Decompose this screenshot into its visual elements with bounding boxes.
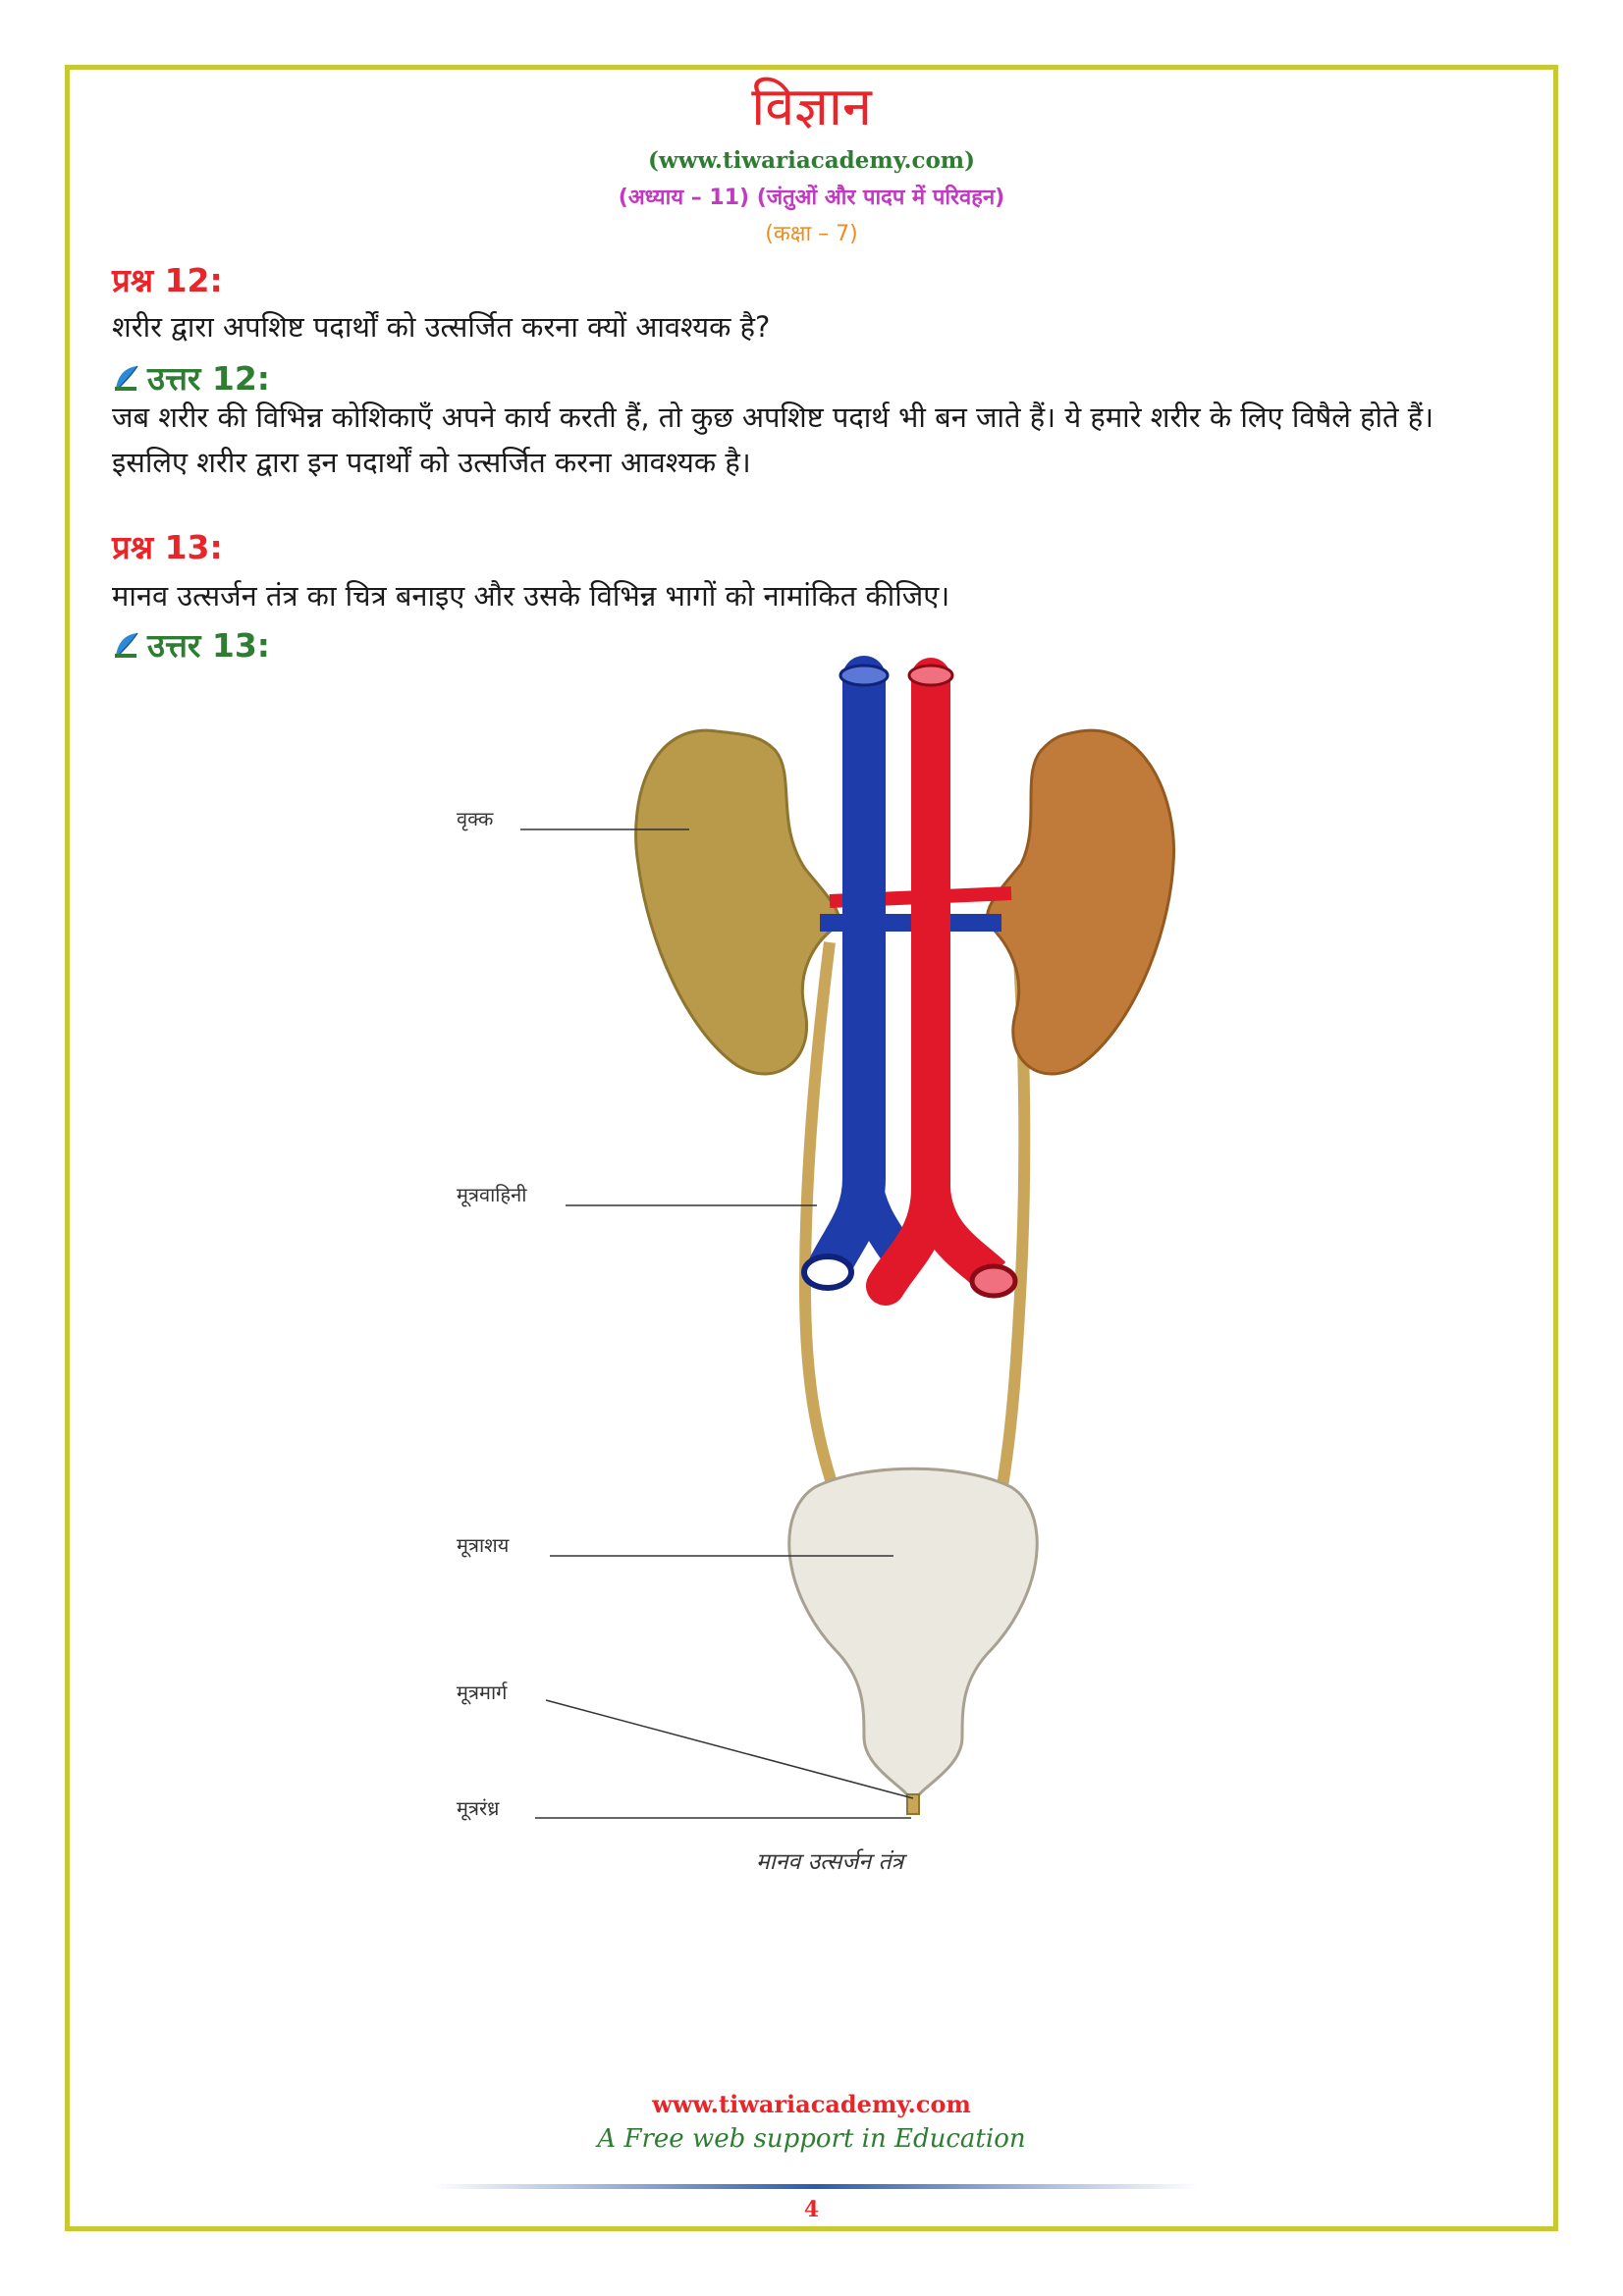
label-urethral-opening: मूत्ररंध्र <box>457 1796 500 1820</box>
label-urethra: मूत्रमार्ग <box>457 1681 508 1704</box>
question-13-heading: प्रश्न 13: <box>112 528 223 566</box>
answer-12-text: जब शरीर की विभिन्न कोशिकाएँ अपने कार्य क… <box>112 400 1434 479</box>
bladder <box>787 1467 1039 1798</box>
kidney-left <box>634 728 841 1076</box>
vena-cava-opening <box>839 664 890 687</box>
page-number: 4 <box>803 2197 820 2222</box>
page-title: विज्ञान <box>751 76 872 137</box>
footer-divider <box>432 2184 1198 2189</box>
label-ureter: मूत्रवाहिनी <box>457 1183 527 1206</box>
label-kidney: वृक्क <box>457 807 494 830</box>
label-bladder: मूत्राशय <box>457 1533 510 1557</box>
artery-opening <box>969 1263 1018 1299</box>
question-13-text: मानव उत्सर्जन तंत्र का चित्र बनाइए और उस… <box>112 579 950 613</box>
answer-12-heading: उत्तर 12: <box>112 355 270 400</box>
excretory-system-diagram <box>520 656 1176 1819</box>
answer-13-heading: उत्तर 13: <box>112 622 270 667</box>
question-12-text: शरीर द्वारा अपशिष्ट पदार्थों को उत्सर्जि… <box>112 310 771 344</box>
footer-tagline: A Free web support in Education <box>597 2124 1026 2154</box>
tiwari-logo-icon <box>115 365 138 391</box>
question-12-heading: प्रश्न 12: <box>112 261 223 299</box>
urethra <box>906 1793 920 1815</box>
kidney-right <box>985 728 1176 1076</box>
vein-opening <box>801 1254 854 1291</box>
chapter-title: (अध्याय – 11) (जंतुओं और पादप में परिवहन… <box>618 186 1005 210</box>
aorta-branch <box>911 1186 1006 1291</box>
tiwari-logo-icon <box>115 632 138 658</box>
diagram-caption: मानव उत्सर्जन तंत्र <box>756 1849 904 1875</box>
ureter-left <box>798 941 840 1494</box>
class-label: (कक्षा – 7) <box>765 222 858 246</box>
page-border <box>65 65 1558 2231</box>
header-site[interactable]: (www.tiwariacademy.com) <box>647 147 976 174</box>
aorta-opening <box>907 664 954 687</box>
answer-13-label: उत्तर 13: <box>147 626 270 665</box>
answer-12-label: उत्तर 12: <box>147 359 270 398</box>
footer-site-link[interactable]: www.tiwariacademy.com <box>652 2090 971 2118</box>
vena-cava <box>808 656 886 1288</box>
